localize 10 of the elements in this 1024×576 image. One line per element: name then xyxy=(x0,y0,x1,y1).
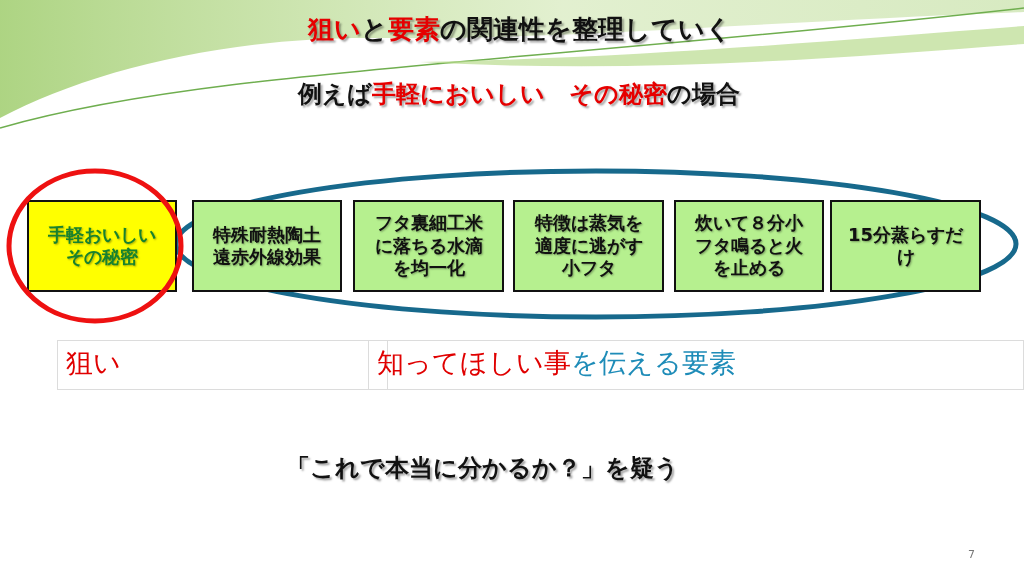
note-text: 「これで本当に分かるか？」を疑う xyxy=(286,453,679,484)
page-number: 7 xyxy=(968,548,975,561)
feature-box: 特徴は蒸気を適度に逃がす小フタ xyxy=(513,200,664,292)
feature-box: 炊いて８分小フタ鳴ると火を止める xyxy=(674,200,824,292)
feature-box: 15分蒸らすだけ xyxy=(830,200,981,292)
aim-box: 手軽おいしいその秘密 xyxy=(27,200,177,292)
feature-box: フタ裏細工米に落ちる水滴を均一化 xyxy=(353,200,504,292)
slide-title: 狙いと要素の関連性を整理していく xyxy=(306,13,733,46)
feature-box: 特殊耐熱陶土遠赤外線効果 xyxy=(192,200,342,292)
subtitle-text: 例えば手軽においしい その秘密の場合 xyxy=(298,79,740,110)
